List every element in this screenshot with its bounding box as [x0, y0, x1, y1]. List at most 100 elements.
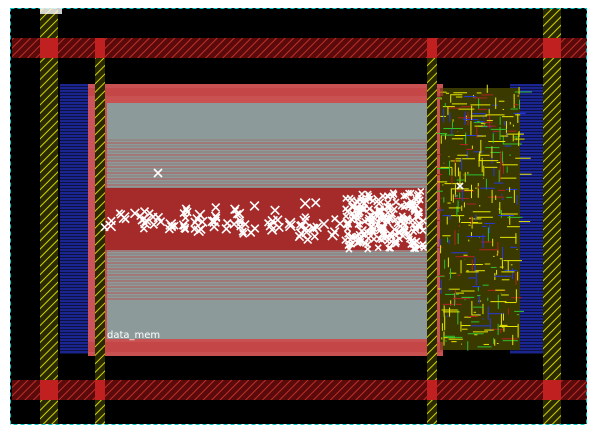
- x-marker-icon[interactable]: [403, 214, 411, 222]
- x-marker-icon[interactable]: [181, 225, 190, 234]
- x-marker-icon[interactable]: [236, 222, 245, 231]
- x-marker-icon[interactable]: [374, 212, 382, 220]
- x-marker-icon[interactable]: [284, 217, 296, 229]
- x-marker-icon[interactable]: [363, 228, 371, 236]
- x-marker-icon[interactable]: [456, 182, 464, 190]
- x-marker-icon[interactable]: [342, 212, 350, 220]
- x-marker-icon[interactable]: [270, 205, 280, 216]
- x-marker-icon[interactable]: [364, 234, 373, 242]
- x-marker-icon[interactable]: [345, 245, 353, 253]
- x-marker-icon[interactable]: [382, 233, 390, 241]
- x-marker-icon[interactable]: [380, 223, 388, 232]
- x-marker-icon[interactable]: [284, 220, 296, 232]
- x-marker-icon[interactable]: [153, 168, 163, 178]
- x-marker-icon[interactable]: [236, 216, 244, 225]
- x-marker-icon[interactable]: [121, 215, 130, 224]
- x-marker-icon[interactable]: [392, 240, 400, 248]
- x-marker-icon[interactable]: [405, 189, 413, 197]
- x-marker-icon[interactable]: [351, 233, 359, 241]
- x-marker-icon[interactable]: [229, 219, 239, 229]
- x-marker-icon[interactable]: [419, 240, 427, 249]
- x-marker-icon[interactable]: [141, 215, 152, 226]
- x-marker-icon[interactable]: [145, 209, 154, 217]
- x-marker-icon[interactable]: [166, 221, 177, 232]
- x-marker-icon[interactable]: [149, 220, 159, 229]
- x-marker-icon[interactable]: [411, 245, 420, 253]
- x-marker-icon[interactable]: [417, 187, 425, 195]
- x-marker-icon[interactable]: [182, 206, 191, 214]
- x-marker-icon[interactable]: [385, 244, 393, 252]
- x-marker-icon[interactable]: [390, 205, 398, 213]
- x-marker-icon[interactable]: [400, 192, 408, 200]
- x-marker-icon[interactable]: [311, 197, 321, 208]
- x-marker-icon[interactable]: [239, 229, 248, 238]
- x-marker-icon[interactable]: [183, 207, 192, 217]
- x-marker-icon[interactable]: [318, 218, 330, 230]
- x-marker-icon[interactable]: [364, 214, 373, 222]
- x-marker-icon[interactable]: [107, 216, 116, 226]
- x-marker-icon[interactable]: [366, 228, 374, 236]
- x-marker-icon[interactable]: [211, 203, 221, 212]
- x-marker-icon[interactable]: [386, 244, 395, 252]
- x-marker-icon[interactable]: [366, 195, 374, 203]
- x-marker-icon[interactable]: [210, 211, 221, 222]
- x-marker-icon[interactable]: [348, 216, 356, 224]
- x-marker-icon[interactable]: [384, 199, 392, 207]
- x-marker-icon[interactable]: [359, 206, 367, 214]
- x-marker-icon[interactable]: [241, 220, 250, 229]
- x-marker-icon[interactable]: [364, 190, 372, 198]
- x-marker-icon[interactable]: [344, 230, 352, 238]
- x-marker-icon[interactable]: [376, 207, 384, 215]
- x-marker-icon[interactable]: [312, 222, 323, 233]
- x-marker-icon[interactable]: [140, 218, 151, 229]
- x-marker-icon[interactable]: [327, 230, 338, 241]
- x-marker-icon[interactable]: [401, 221, 409, 229]
- x-marker-icon[interactable]: [357, 235, 365, 243]
- x-marker-icon[interactable]: [354, 215, 362, 223]
- x-marker-icon[interactable]: [387, 231, 395, 239]
- x-marker-icon[interactable]: [384, 209, 392, 217]
- x-marker-icon[interactable]: [405, 233, 413, 241]
- x-marker-icon[interactable]: [413, 237, 421, 245]
- x-marker-icon[interactable]: [374, 244, 382, 252]
- x-marker-icon[interactable]: [373, 221, 382, 229]
- x-marker-icon[interactable]: [181, 213, 190, 222]
- x-marker-icon[interactable]: [197, 216, 208, 227]
- x-marker-icon[interactable]: [400, 203, 408, 211]
- x-marker-icon[interactable]: [410, 204, 418, 212]
- x-marker-icon[interactable]: [379, 192, 387, 200]
- x-marker-icon[interactable]: [365, 205, 373, 213]
- x-marker-icon[interactable]: [353, 204, 361, 212]
- x-marker-icon[interactable]: [301, 226, 312, 238]
- x-marker-icon[interactable]: [367, 219, 376, 227]
- x-marker-icon[interactable]: [170, 221, 179, 230]
- x-marker-icon[interactable]: [382, 215, 391, 223]
- x-marker-icon[interactable]: [334, 218, 346, 229]
- x-marker-icon[interactable]: [345, 220, 353, 229]
- x-marker-icon[interactable]: [375, 225, 383, 233]
- x-marker-icon[interactable]: [414, 213, 422, 221]
- x-marker-icon[interactable]: [238, 227, 247, 236]
- x-marker-icon[interactable]: [364, 245, 372, 253]
- x-marker-icon[interactable]: [375, 235, 383, 243]
- x-marker-icon[interactable]: [385, 203, 394, 212]
- x-marker-icon[interactable]: [419, 226, 427, 235]
- x-marker-icon[interactable]: [230, 204, 240, 215]
- x-marker-icon[interactable]: [139, 206, 150, 217]
- x-marker-icon[interactable]: [297, 220, 308, 231]
- drc-marker-group[interactable]: [100, 168, 464, 253]
- logic-cluster[interactable]: [425, 84, 532, 351]
- x-marker-icon[interactable]: [357, 194, 365, 202]
- x-marker-icon[interactable]: [299, 198, 311, 209]
- x-marker-icon[interactable]: [209, 222, 219, 232]
- x-marker-icon[interactable]: [416, 196, 424, 204]
- x-marker-icon[interactable]: [250, 224, 260, 233]
- x-marker-icon[interactable]: [391, 216, 399, 224]
- x-marker-icon[interactable]: [301, 213, 310, 221]
- x-marker-icon[interactable]: [415, 209, 424, 217]
- x-marker-icon[interactable]: [129, 208, 140, 219]
- x-marker-icon[interactable]: [414, 221, 422, 229]
- x-marker-icon[interactable]: [196, 224, 206, 235]
